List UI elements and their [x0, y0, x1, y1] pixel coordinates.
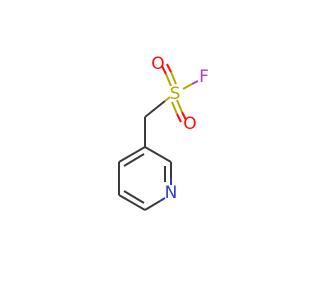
structure-canvas: O S F O N: [118, 54, 209, 211]
pyridin-3-ylmethanesulfonyl-fluoride-structure: O S F O N: [118, 54, 209, 211]
atom-oxygen-top: O: [151, 54, 164, 74]
bond-n-c6-nseg: [159, 197, 166, 202]
bond-s-o-top-a: [165, 73, 172, 87]
atom-oxygen-bottom: O: [183, 114, 196, 134]
bond-s-o-bottom-a: [171, 101, 178, 115]
bond-s-o-bottom-b: [176, 99, 183, 113]
atom-sulfur: S: [170, 84, 181, 104]
bond-n-c6: [144, 200, 161, 211]
bond-o-bottom-seg-b: [181, 111, 187, 121]
bond-s-f-a: [182, 83, 193, 90]
bond-o-top-seg-b: [166, 63, 172, 73]
bond-ch2-s: [144, 100, 166, 118]
bond-c4-c3: [118, 146, 146, 163]
bond-o-top-seg-a: [161, 65, 167, 75]
bond-s-f-b: [191, 80, 199, 85]
atom-nitrogen: N: [165, 183, 178, 203]
bond-s-segment: [164, 96, 171, 102]
bond-c4-c3-inner: [123, 153, 145, 167]
bond-o-bottom-seg-a: [176, 113, 182, 123]
bond-c6-c5-inner: [123, 190, 145, 204]
atom-fluorine: F: [199, 67, 209, 87]
bond-s-o-top-b: [170, 71, 177, 85]
bond-c3-c2: [144, 146, 172, 163]
bond-c6-c5: [118, 194, 146, 211]
